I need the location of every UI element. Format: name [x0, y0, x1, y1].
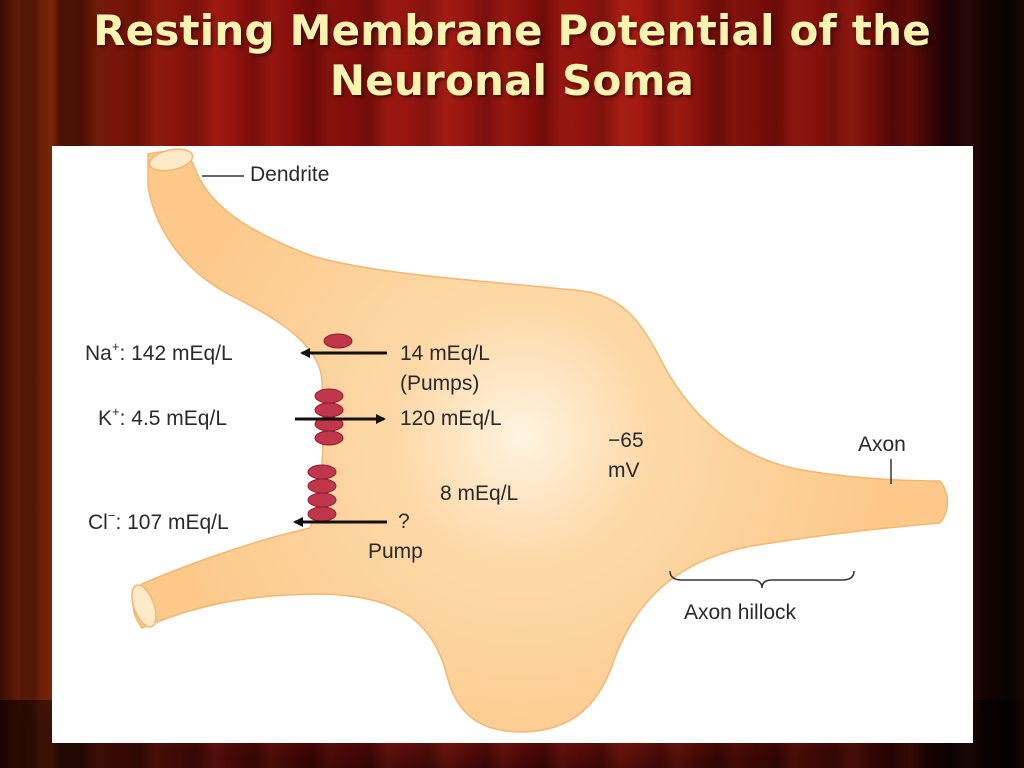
channel-1	[323, 333, 353, 349]
sodium-outside-label: Na+: 142 mEq/L	[85, 339, 233, 366]
sodium-charge: +	[111, 339, 120, 354]
membrane-potential-value: −65	[608, 429, 644, 452]
chloride-outside-value: : 107 mEq/L	[115, 511, 229, 534]
sodium-symbol: Na	[85, 342, 112, 365]
chloride-inside-label: 8 mEq/L	[440, 482, 519, 505]
potassium-symbol: K	[98, 407, 113, 430]
channel-9	[307, 506, 337, 522]
dendrite-cut-end	[148, 148, 194, 172]
neuron-illustration	[131, 148, 949, 733]
axon-label: Axon	[858, 433, 906, 456]
potassium-outside-label: K+: 4.5 mEq/L	[98, 404, 227, 431]
neuron-soma-figure: Dendrite Na+: 142 mEq/L 14 mEq/L (Pumps)…	[52, 146, 973, 743]
lower-dendrite-cut-end	[131, 584, 157, 628]
title-line-1: Resting Membrane Potential of the	[93, 6, 931, 55]
channel-7	[307, 478, 337, 494]
axon-hillock-label: Axon hillock	[684, 601, 797, 624]
channel-6	[307, 464, 337, 480]
soma-body	[132, 150, 949, 733]
channel-3	[314, 402, 344, 418]
chloride-symbol: Cl	[88, 511, 108, 534]
channel-5	[314, 430, 344, 446]
chloride-transport-label: ?	[398, 510, 410, 533]
channel-2	[314, 388, 344, 404]
chloride-outside-label: Cl−: 107 mEq/L	[88, 508, 229, 535]
chloride-pump-note: Pump	[368, 540, 423, 563]
dendrite-label: Dendrite	[250, 163, 330, 186]
membrane-potential-unit: mV	[608, 459, 640, 482]
potassium-inside-label: 120 mEq/L	[400, 407, 502, 430]
potassium-charge: +	[112, 404, 120, 419]
channel-8	[307, 492, 337, 508]
slide-title: Resting Membrane Potential of the Neuron…	[30, 6, 994, 106]
potassium-outside-value: : 4.5 mEq/L	[119, 407, 227, 430]
sodium-inside-label: 14 mEq/L	[400, 342, 490, 365]
sodium-outside-value: : 142 mEq/L	[119, 342, 233, 365]
title-line-2: Neuronal Soma	[329, 56, 695, 105]
sodium-pumps-note: (Pumps)	[400, 372, 480, 395]
axon-hillock-brace	[669, 570, 855, 589]
chloride-charge: −	[107, 508, 116, 523]
